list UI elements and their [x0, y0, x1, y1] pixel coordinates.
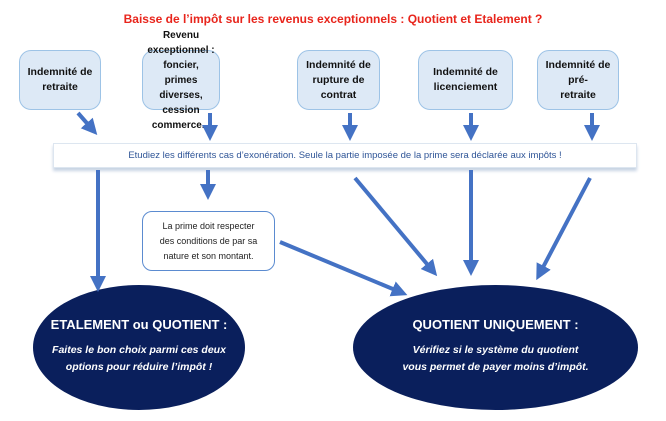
diagram-title: Baisse de l’impôt sur les revenus except…	[123, 12, 543, 26]
outcome-quotient-uniquement: QUOTIENT UNIQUEMENT : Vérifiez si le sys…	[353, 285, 638, 410]
box-text: rupture de contrat	[312, 73, 365, 101]
box-text: licenciement	[433, 81, 498, 93]
arrow-down-icon	[279, 240, 408, 297]
arrow-down-icon	[353, 176, 438, 277]
note-text: nature et son montant.	[163, 250, 254, 261]
outcome-etalement-quotient: ETALEMENT ou QUOTIENT : Faites le bon ch…	[33, 285, 245, 410]
box-text: foncier, primes diverses,	[159, 59, 203, 101]
note-text: des conditions de par sa	[159, 235, 258, 246]
box-text: cession commerce...	[151, 104, 211, 131]
arrow-down-icon	[76, 111, 98, 136]
source-box-preretraite: Indemnité de pré-retraite	[537, 50, 619, 110]
box-text: Revenu exceptionnel :	[147, 29, 215, 56]
outcome-title: ETALEMENT ou QUOTIENT :	[50, 317, 228, 332]
outcome-text: Faites le bon choix parmi ces deux	[52, 344, 226, 356]
box-text: Indemnité de	[306, 58, 371, 71]
outcome-title: QUOTIENT UNIQUEMENT :	[412, 317, 579, 332]
condition-note: La prime doit respecter des conditions de…	[142, 211, 275, 271]
exoneration-banner: Etudiez les différents cas d’exonération…	[53, 143, 637, 168]
box-text: Indemnité de	[27, 66, 93, 78]
box-text: retraite	[560, 88, 596, 101]
source-box-revenu-exceptionnel: Revenu exceptionnel : foncier, primes div…	[142, 30, 220, 131]
box-text: retraite	[42, 81, 78, 93]
note-text: La prime doit respecter	[162, 220, 255, 231]
source-box-rupture: Indemnité de rupture de contrat	[297, 50, 380, 110]
box-text: Indemnité de	[433, 66, 498, 78]
outcome-text: Vérifiez si le système du quotient	[412, 344, 579, 356]
outcome-text: vous permet de payer moins d’impôt.	[402, 361, 589, 373]
source-box-retraite: Indemnité de retraite	[19, 50, 101, 110]
arrow-down-icon	[536, 177, 592, 281]
source-box-licenciement: Indemnité de licenciement	[418, 50, 513, 110]
box-text: Indemnité de pré-	[545, 58, 611, 86]
outcome-text: options pour réduire l’impôt !	[65, 361, 213, 373]
